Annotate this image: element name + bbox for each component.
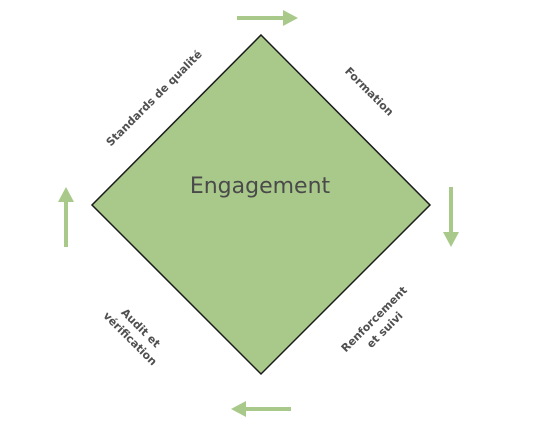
arrow-up bbox=[58, 187, 74, 247]
arrow-down bbox=[443, 187, 459, 247]
engagement-diamond bbox=[90, 33, 432, 376]
arrow-right bbox=[237, 10, 298, 26]
arrow-left bbox=[231, 401, 291, 417]
engagement-title: Engagement bbox=[189, 174, 331, 199]
